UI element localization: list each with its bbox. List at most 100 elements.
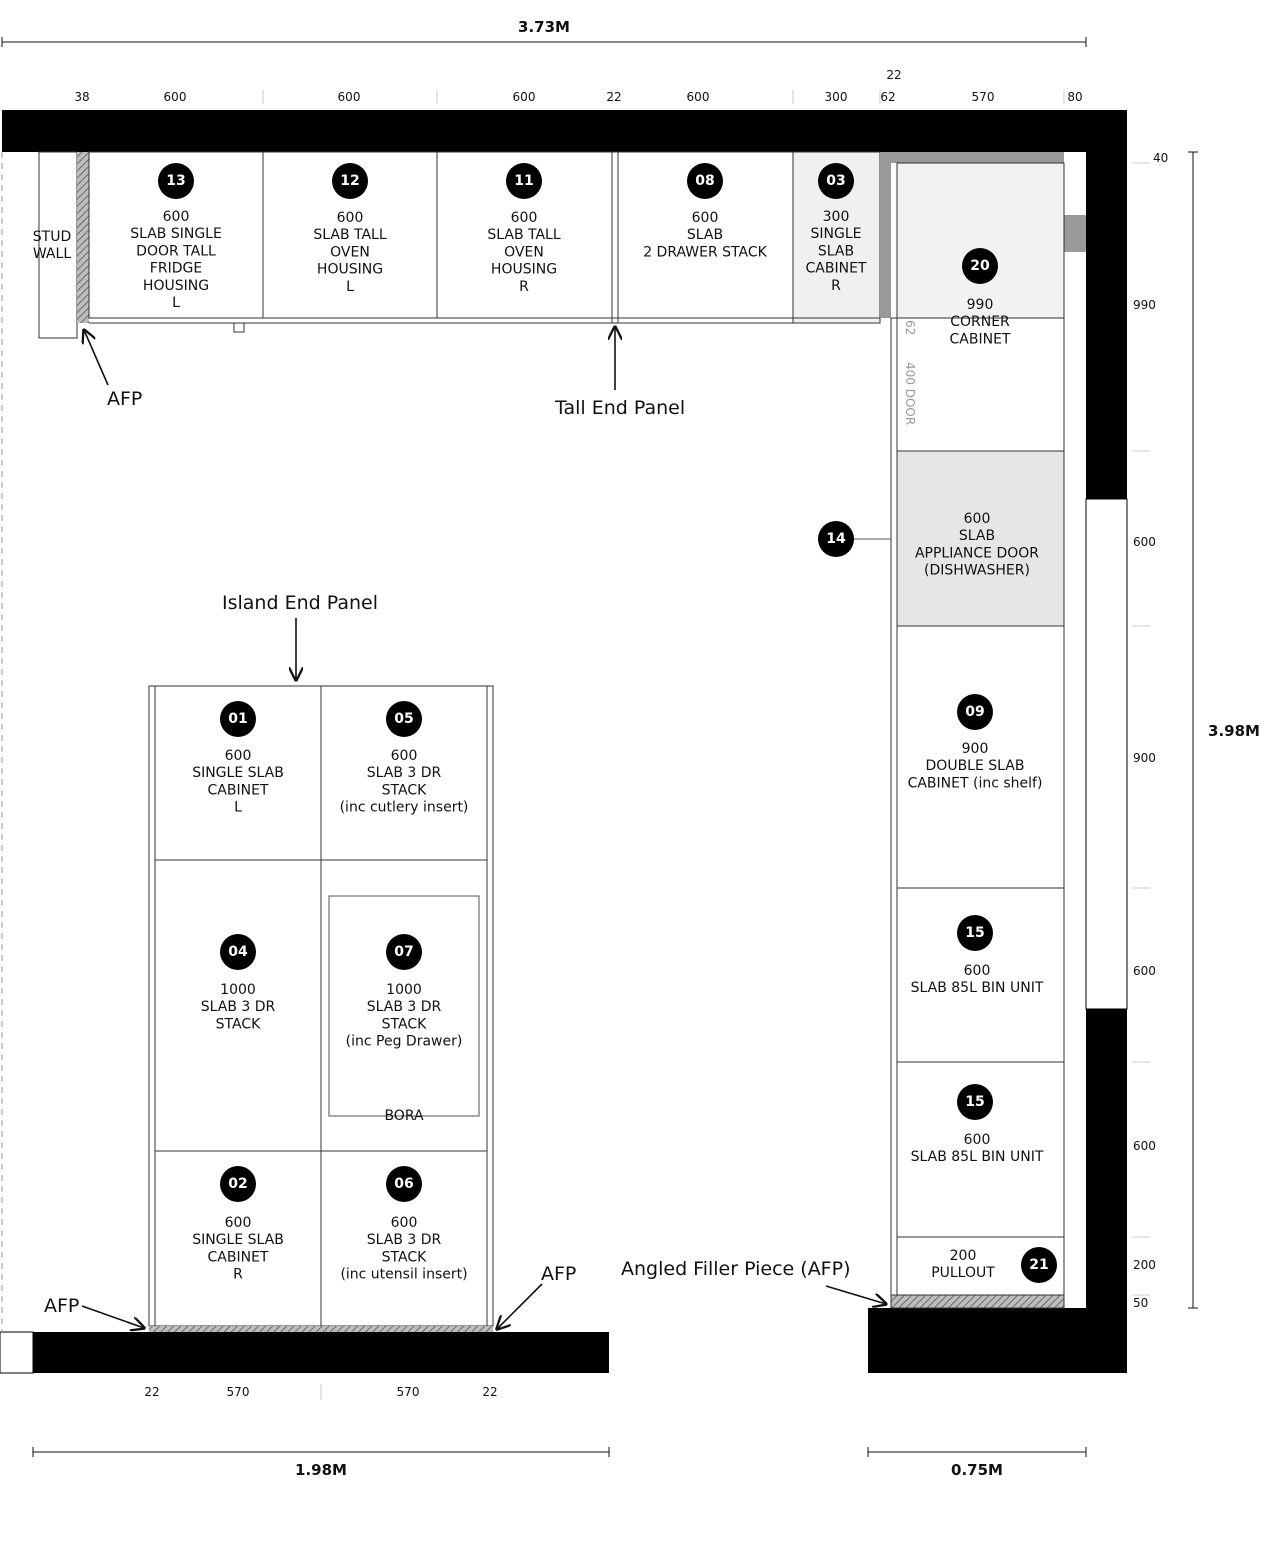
cabinet-label-line: CORNER [950, 314, 1010, 330]
bottom-dimensions: 22 570 570 22 1.98M 0.75M [32, 1384, 1087, 1479]
cabinet-label-line: SLAB 3 DR [367, 765, 442, 781]
right-wall-lower [1086, 1009, 1127, 1344]
right-run-width-text: 0.75M [951, 1461, 1003, 1479]
cabinet-label-line: SINGLE [811, 226, 862, 242]
right-dim-4: 900 [1133, 751, 1156, 765]
cabinet-badge-15 [957, 1084, 993, 1120]
right-wall-window [1085, 498, 1128, 1010]
cabinet-label-line: SLAB 85L BIN UNIT [911, 980, 1044, 996]
right-dim-5: 600 [1133, 964, 1156, 978]
right-dim-7: 200 [1133, 1258, 1156, 1272]
cabinet-badge-03 [818, 163, 854, 199]
cabinet-badge-number: 01 [228, 711, 247, 727]
right-run-cabinets [836, 450, 1065, 1309]
bottom-right-wall [868, 1308, 1127, 1373]
cabinet-label-line: SINGLE SLAB [192, 1232, 284, 1248]
cabinet-label-line: 600 [964, 511, 991, 527]
cabinet-label-line: 600 [225, 748, 252, 764]
top-dim-6: 600 [687, 90, 710, 104]
top-dim-2: 600 [164, 90, 187, 104]
top-dim-7: 300 [825, 90, 848, 104]
top-dim-3: 600 [338, 90, 361, 104]
corner-cabinet-20: 62 400 DOOR [890, 162, 1065, 1309]
right-dim-1: 40 [1153, 151, 1168, 165]
corner-filler-bar [880, 152, 891, 318]
top-dim-5: 22 [606, 90, 621, 104]
top-dim-4: 600 [513, 90, 536, 104]
cabinet-badge-number: 04 [228, 944, 248, 960]
bottom-left-wall-opening [0, 1331, 34, 1374]
cabinet-label-line: 1000 [386, 982, 422, 998]
cabinet-label-line: 600 [337, 210, 364, 226]
cabinet-label-line: DOOR TALL [136, 243, 216, 259]
top-dim-11: 80 [1067, 90, 1082, 104]
cabinet-badge-21 [1021, 1247, 1057, 1283]
cabinet-label-line: STACK [216, 1016, 261, 1032]
cabinet-badge-number: 08 [695, 173, 714, 189]
cabinet-badge-number: 02 [228, 1176, 247, 1192]
cabinet-label-line: SLAB 3 DR [367, 1232, 442, 1248]
cabinet-badge-07 [386, 934, 422, 970]
cabinet-badge-12 [332, 163, 368, 199]
bora-label: BORA [384, 1108, 424, 1124]
cabinet-label-line: SLAB [687, 227, 723, 243]
cabinet-label-line: SINGLE SLAB [192, 765, 284, 781]
bottom-dim-4: 22 [482, 1385, 497, 1399]
cabinet-label-line: CABINET [806, 261, 867, 277]
cabinet-label-line: HOUSING [491, 262, 557, 278]
cabinet-badge-number: 13 [166, 173, 185, 189]
afp-top-hatch [77, 152, 89, 323]
cabinet-label-line: SLAB 3 DR [367, 999, 442, 1015]
island-end-panel-label: Island End Panel [222, 592, 378, 614]
cabinet-label-line: CABINET [208, 1249, 269, 1265]
walls [0, 110, 1128, 1374]
overall-height-text: 3.98M [1208, 722, 1260, 740]
cabinet-label-line: 600 [225, 1215, 252, 1231]
cabinet-badge-09 [957, 694, 993, 730]
cabinet-badge-05 [386, 701, 422, 737]
cabinet-label-line: APPLIANCE DOOR [915, 545, 1039, 561]
island-afp-hatch [149, 1326, 493, 1332]
door-62-label: 62 [903, 320, 917, 335]
bottom-dim-3: 570 [397, 1385, 420, 1399]
cabinet-badge-number: 07 [394, 944, 413, 960]
island-width-text: 1.98M [295, 1461, 347, 1479]
overall-width-dimension: 3.73M [1, 18, 1087, 47]
island-cabinets: BORA [148, 685, 494, 1332]
right-dim-6: 600 [1133, 1139, 1156, 1153]
cabinet-label-line: (inc utensil insert) [340, 1267, 467, 1283]
cabinet-badge-number: 09 [965, 704, 984, 720]
cabinet-label-line: 200 [950, 1248, 977, 1264]
cabinet-label-line: R [831, 278, 841, 294]
cabinet-label-line: 1000 [220, 982, 256, 998]
cabinet-label-line: L [172, 295, 180, 311]
bottom-left-wall [33, 1332, 609, 1373]
cabinet-label-line: 600 [511, 210, 538, 226]
cabinet-label-line: 600 [163, 209, 190, 225]
cabinet-label-line: 990 [967, 297, 994, 313]
tall-end-panel-label: Tall End Panel [554, 397, 685, 419]
cabinet-label-line: SLAB TALL [487, 227, 560, 243]
cabinet-label-line: PULLOUT [931, 1265, 995, 1281]
annotations: AFP Tall End Panel Island End Panel AFP … [44, 327, 886, 1329]
cabinet-label-line: DOUBLE SLAB [926, 758, 1025, 774]
top-wall [2, 110, 1127, 152]
afp-left-label: AFP [44, 1295, 79, 1317]
cabinet-badge-13 [158, 163, 194, 199]
cabinet-label-line: FRIDGE [150, 261, 202, 277]
cabinet-09-box [896, 625, 1065, 889]
small-outlet-box [233, 322, 245, 333]
cabinet-label-line: CABINET [208, 782, 269, 798]
afp-right-label: AFP [541, 1263, 576, 1285]
cabinet-label-line: OVEN [330, 244, 370, 260]
right-wall-upper [1086, 110, 1127, 499]
cabinet-label-line: 600 [964, 1132, 991, 1148]
cabinet-label-line: CABINET (inc shelf) [908, 775, 1043, 791]
cabinet-label-line: OVEN [504, 244, 544, 260]
cabinet-badge-number: 20 [970, 258, 990, 274]
cabinet-badge-04 [220, 934, 256, 970]
cabinet-label-line: STACK [382, 1016, 427, 1032]
overall-width-text: 3.73M [518, 18, 570, 36]
cabinet-label-line: 600 [391, 748, 418, 764]
